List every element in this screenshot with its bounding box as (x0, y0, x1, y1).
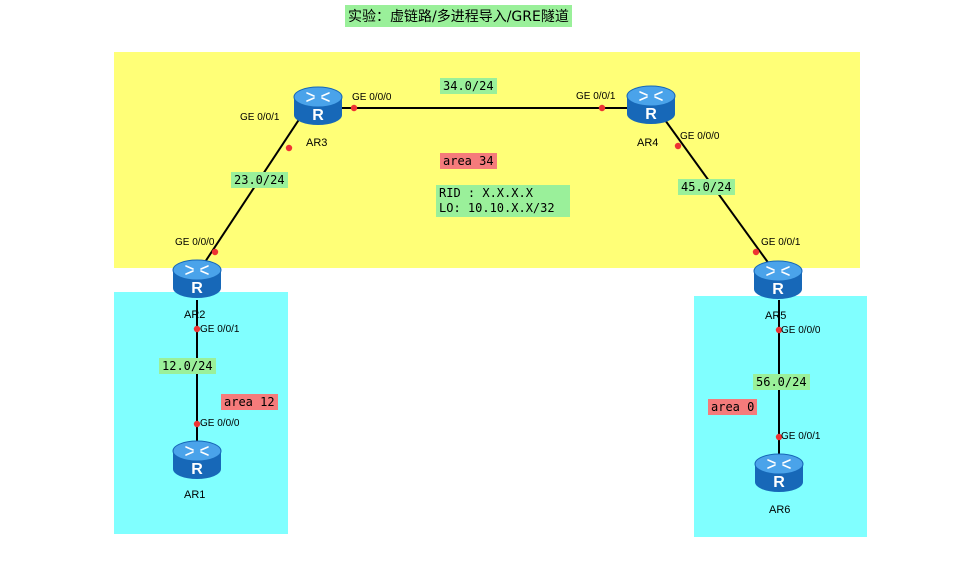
page-title: 实验：虚链路/多进程导入/GRE隧道 (345, 5, 572, 27)
port-label-ar2-g001: GE 0/0/1 (200, 324, 240, 335)
network-label-45: 45.0/24 (678, 179, 735, 195)
area-label-0: area 0 (708, 399, 758, 415)
port-label-ar5-g001: GE 0/0/1 (761, 237, 801, 248)
port-dot-ar3-g001 (285, 144, 293, 152)
router-ar6-icon[interactable]: R (753, 450, 805, 500)
port-dot-ar4-g000 (674, 142, 682, 150)
router-ar4-icon[interactable]: R (625, 82, 677, 132)
port-dot-ar5-g000 (775, 326, 783, 334)
router-ar3-icon[interactable]: R (292, 83, 344, 133)
port-dot-ar3-g000 (350, 104, 358, 112)
router-ar1-icon[interactable]: R (171, 437, 223, 487)
router-label-ar6: AR6 (769, 504, 791, 516)
port-dot-ar1-g000 (193, 420, 201, 428)
router-label-ar2: AR2 (184, 309, 206, 321)
router-glyph: R (773, 474, 785, 491)
router-label-ar5: AR5 (765, 310, 787, 322)
area-0-zone (694, 296, 867, 537)
port-label-ar4-g000: GE 0/0/0 (680, 131, 720, 142)
area-12-zone (114, 292, 288, 534)
network-label-23: 23.0/24 (231, 172, 288, 188)
port-dot-ar2-g000 (211, 248, 219, 256)
port-label-ar5-g000: GE 0/0/0 (781, 325, 821, 336)
port-label-ar6-g001: GE 0/0/1 (781, 431, 821, 442)
port-label-ar3-g000: GE 0/0/0 (352, 92, 392, 103)
port-dot-ar2-g001 (193, 325, 201, 333)
port-dot-ar6-g001 (775, 433, 783, 441)
network-label-56: 56.0/24 (753, 374, 810, 390)
network-label-12: 12.0/24 (159, 358, 216, 374)
router-glyph: R (772, 281, 784, 298)
rid-line: RID : X.X.X.X (439, 186, 533, 200)
port-dot-ar4-g001 (598, 104, 606, 112)
port-label-ar4-g001: GE 0/0/1 (576, 91, 616, 102)
area-label-12: area 12 (221, 394, 278, 410)
port-dot-ar5-g001 (752, 248, 760, 256)
port-label-ar3-g001: GE 0/0/1 (240, 112, 280, 123)
router-label-ar4: AR4 (637, 137, 659, 149)
router-glyph: R (191, 280, 203, 297)
router-glyph: R (645, 106, 657, 123)
router-ar5-icon[interactable]: R (752, 257, 804, 307)
network-label-34: 34.0/24 (440, 78, 497, 94)
router-glyph: R (191, 461, 203, 478)
port-label-ar1-g000: GE 0/0/0 (200, 418, 240, 429)
router-ar2-icon[interactable]: R (171, 256, 223, 306)
router-glyph: R (312, 107, 324, 124)
rid-info-box: RID : X.X.X.X LO: 10.10.X.X/32 (436, 185, 570, 217)
link-ar2-ar3 (204, 117, 301, 263)
area-label-34: area 34 (440, 153, 497, 169)
loopback-line: LO: 10.10.X.X/32 (439, 201, 555, 215)
router-label-ar1: AR1 (184, 489, 206, 501)
router-label-ar3: AR3 (306, 137, 328, 149)
port-label-ar2-g000: GE 0/0/0 (175, 237, 215, 248)
